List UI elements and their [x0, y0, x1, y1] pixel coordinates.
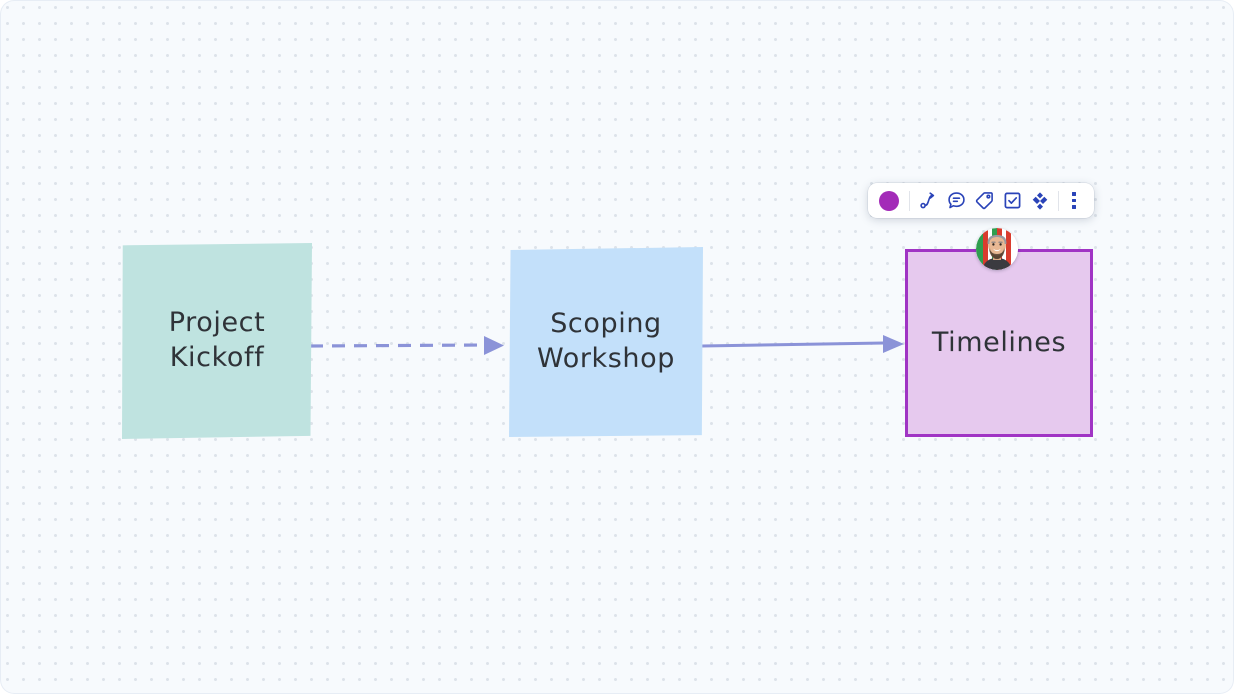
task-icon[interactable]	[998, 187, 1026, 215]
connector-line	[700, 341, 886, 348]
color-swatch[interactable]	[879, 190, 899, 211]
connector-line	[309, 343, 485, 348]
jira-icon[interactable]	[1026, 187, 1054, 215]
dot	[1072, 192, 1076, 196]
tag-icon[interactable]	[970, 187, 998, 215]
connector-scoping-to-timelines[interactable]	[700, 322, 908, 362]
dot	[1072, 205, 1076, 209]
connector-kickoff-to-scoping[interactable]	[308, 326, 508, 366]
note-context-toolbar[interactable]	[868, 183, 1094, 218]
sticky-note-project-kickoff[interactable]: Project Kickoff	[122, 243, 312, 439]
sticky-note-scoping-workshop[interactable]: Scoping Workshop	[509, 247, 703, 437]
toolbar-divider	[1058, 190, 1059, 211]
note-text: Project Kickoff	[168, 307, 266, 373]
toolbar-divider	[909, 190, 910, 211]
dot	[1072, 198, 1076, 203]
note-background	[122, 243, 312, 439]
comment-icon[interactable]	[942, 187, 970, 215]
note-background	[509, 247, 703, 437]
note-text: Scoping Workshop	[536, 308, 675, 374]
arrowhead	[883, 335, 904, 353]
collaborator-avatar[interactable]	[976, 228, 1018, 270]
sticky-note-timelines[interactable]: Timelines	[905, 249, 1093, 437]
avatar-image	[976, 228, 1018, 270]
more-options-icon[interactable]	[1063, 187, 1085, 215]
note-background	[905, 249, 1093, 437]
connector-icon[interactable]	[914, 187, 942, 215]
arrowhead	[484, 336, 504, 355]
note-text: Timelines	[931, 326, 1067, 358]
